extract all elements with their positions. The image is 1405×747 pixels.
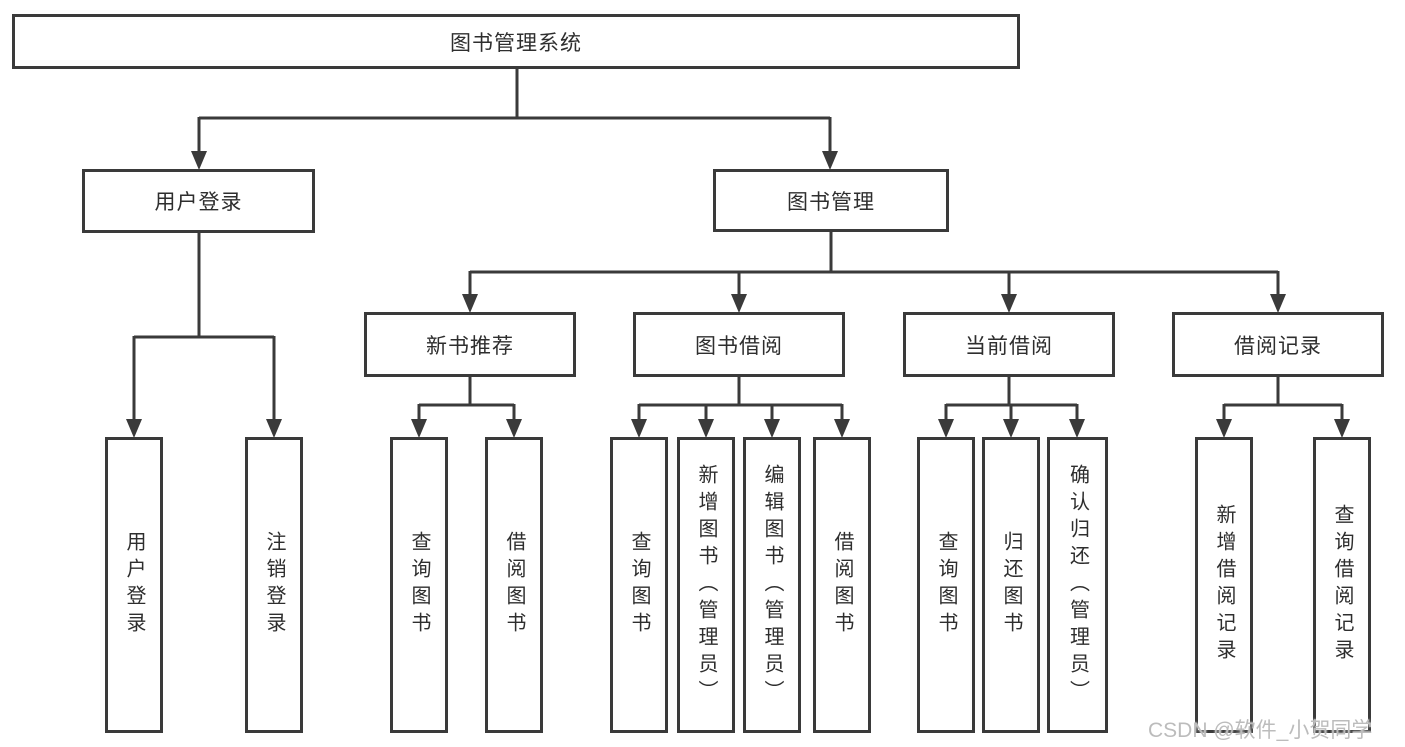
leaf-query-borrow-record: 查询借阅记录 [1313, 437, 1371, 733]
node-label: 新书推荐 [426, 334, 514, 358]
node-label: 用户登录 [123, 531, 145, 639]
node-label: 用户登录 [154, 191, 243, 214]
leaf-query-books-recommend: 查询图书 [390, 437, 448, 733]
node-borrowing-records: 借阅记录 [1172, 312, 1384, 377]
leaf-query-books-current: 查询图书 [917, 437, 975, 733]
node-label: 注销登录 [263, 531, 285, 639]
node-label: 确认归还（管理员） [1066, 463, 1089, 707]
node-label: 图书管理系统 [450, 31, 582, 55]
leaf-confirm-return-admin: 确认归还（管理员） [1047, 437, 1108, 733]
node-root-system: 图书管理系统 [12, 14, 1020, 69]
node-label: 当前借阅 [965, 334, 1053, 358]
node-label: 新增借阅记录 [1213, 504, 1235, 666]
leaf-borrow-books-recommend: 借阅图书 [485, 437, 543, 733]
node-label: 归还图书 [1000, 531, 1022, 639]
leaf-query-books-borrowing: 查询图书 [610, 437, 668, 733]
node-label: 查询图书 [408, 531, 430, 639]
node-label: 新增图书（管理员） [695, 463, 717, 707]
node-label: 查询图书 [628, 531, 650, 639]
node-label: 查询借阅记录 [1331, 504, 1353, 666]
leaf-edit-books-admin: 编辑图书（管理员） [743, 437, 801, 733]
leaf-logout: 注销登录 [245, 437, 303, 733]
node-current-borrowing: 当前借阅 [903, 312, 1115, 377]
node-label: 图书管理 [787, 190, 875, 214]
csdn-watermark: CSDN @软件_小贺同学 [1148, 719, 1373, 742]
leaf-return-books: 归还图书 [982, 437, 1040, 733]
leaf-add-books-admin: 新增图书（管理员） [677, 437, 735, 733]
node-label: 图书借阅 [695, 334, 783, 358]
node-label: 借阅记录 [1234, 334, 1322, 358]
node-label: 借阅图书 [503, 531, 525, 639]
leaf-add-borrow-record: 新增借阅记录 [1195, 437, 1253, 733]
node-label: 编辑图书（管理员） [761, 463, 783, 707]
leaf-borrow-books: 借阅图书 [813, 437, 871, 733]
node-book-management: 图书管理 [713, 169, 949, 232]
node-user-login-branch: 用户登录 [82, 169, 315, 233]
node-new-book-recommendation: 新书推荐 [364, 312, 576, 377]
node-label: 借阅图书 [831, 531, 853, 639]
node-label: 查询图书 [935, 531, 957, 639]
leaf-user-login: 用户登录 [105, 437, 163, 733]
node-book-borrowing: 图书借阅 [633, 312, 845, 377]
